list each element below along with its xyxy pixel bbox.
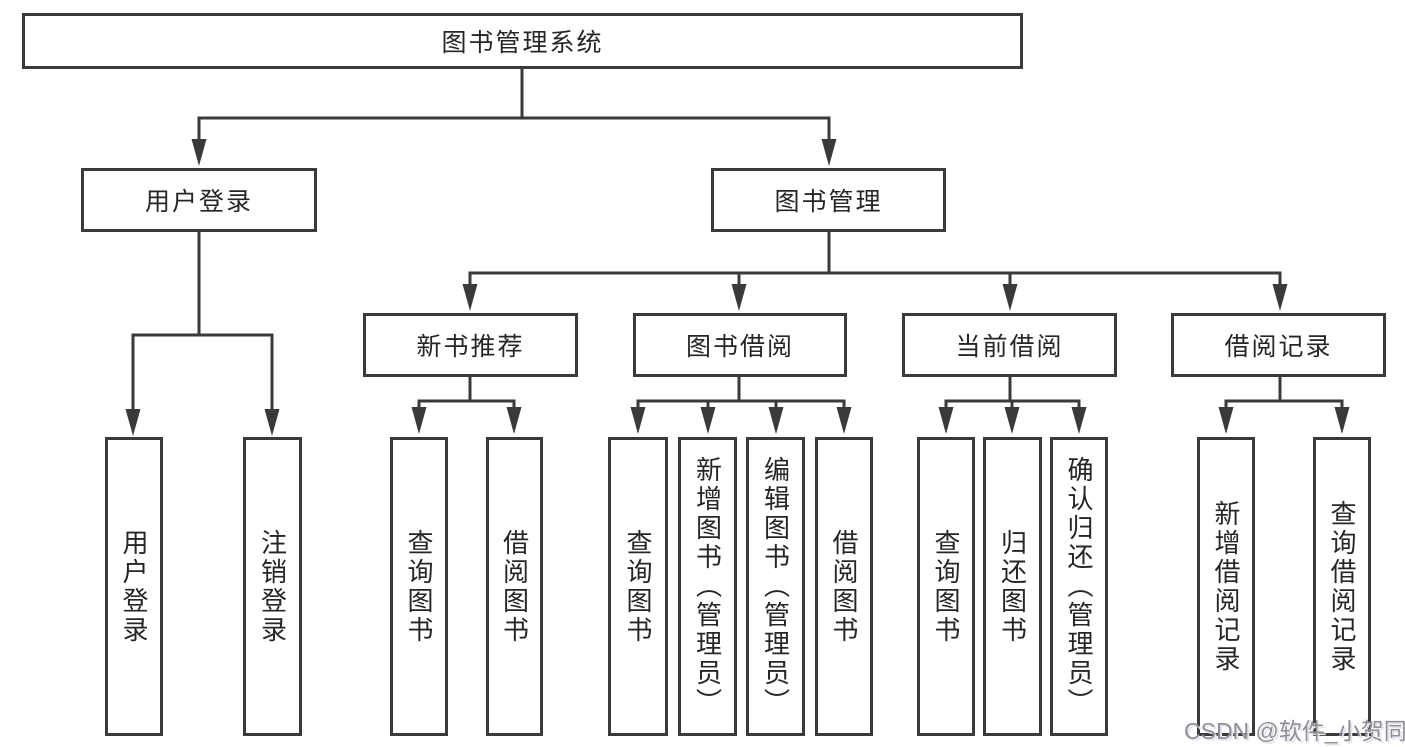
leaf-query-books-current: 查询图书 — [917, 437, 975, 736]
connector-segments — [131, 69, 1344, 411]
leaf-edit-book-admin: 编辑图书（管理员） — [746, 437, 805, 736]
leaf-confirm-return-admin: 确认归还（管理员） — [1050, 437, 1108, 736]
leaf-query-books-recommend: 查询图书 — [390, 437, 448, 736]
node-book-borrowing: 图书借阅 — [633, 313, 847, 377]
node-current-borrowing: 当前借阅 — [902, 313, 1117, 377]
leaf-borrow-books-recommend: 借阅图书 — [486, 437, 543, 736]
leaf-query-books-borrowing: 查询图书 — [608, 437, 668, 736]
arrowheads — [125, 139, 1350, 436]
csdn-watermark: CSDN @软件_小贺同学 — [1184, 718, 1405, 744]
node-borrowing-records: 借阅记录 — [1171, 313, 1386, 377]
node-user-login: 用户登录 — [81, 168, 317, 232]
leaf-add-book-admin: 新增图书（管理员） — [678, 437, 737, 736]
leaf-query-borrow-record: 查询借阅记录 — [1313, 437, 1371, 736]
leaf-borrow-books-borrowing: 借阅图书 — [815, 437, 873, 736]
leaf-logout: 注销登录 — [243, 437, 302, 736]
leaf-add-borrow-record: 新增借阅记录 — [1197, 437, 1255, 736]
node-new-book-recommendation: 新书推荐 — [363, 313, 578, 377]
leaf-return-books: 归还图书 — [983, 437, 1042, 736]
leaf-user-login: 用户登录 — [105, 437, 163, 736]
node-library-system: 图书管理系统 — [22, 13, 1023, 69]
node-book-management: 图书管理 — [711, 168, 946, 232]
